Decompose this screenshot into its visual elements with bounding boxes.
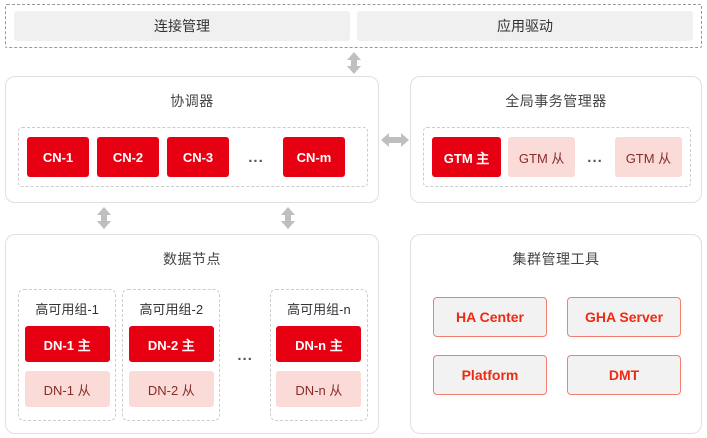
tool-platform[interactable]: Platform: [433, 355, 547, 395]
coordinator-node-cn-1-label: CN-1: [42, 149, 74, 165]
arrow-coordinator-datanode-left-icon: [94, 207, 114, 234]
cluster-tools-grid: HA Center GHA Server Platform DMT: [433, 297, 681, 395]
gtm-node-group: GTM 主 GTM 从 ... GTM 从: [423, 127, 691, 187]
coordinator-node-cn-m-label: CN-m: [296, 149, 332, 165]
connection-management-box[interactable]: 连接管理: [14, 11, 350, 41]
tool-dmt[interactable]: DMT: [567, 355, 681, 395]
datanode-title: 数据节点: [163, 251, 221, 267]
ha-group-1: 高可用组-1 DN-1 主 DN-1 从: [18, 289, 117, 421]
ha-group-n-master-label: DN-n 主: [295, 337, 343, 353]
ha-group-1-master[interactable]: DN-1 主: [24, 326, 110, 362]
arrow-access-coordinator-icon: [344, 52, 364, 79]
gtm-title: 全局事务管理器: [505, 93, 607, 109]
tool-platform-label: Platform: [461, 367, 519, 383]
coordinator-node-cn-m[interactable]: CN-m: [283, 137, 345, 177]
tool-ha-center[interactable]: HA Center: [433, 297, 547, 337]
ha-group-2-master-label: DN-2 主: [147, 337, 195, 353]
coordinator-panel: 协调器 CN-1 CN-2 CN-3 ... CN-m: [5, 76, 379, 203]
ha-group-1-standby[interactable]: DN-1 从: [24, 371, 110, 407]
gtm-master-node[interactable]: GTM 主: [432, 137, 502, 177]
coordinator-node-cn-1[interactable]: CN-1: [27, 137, 89, 177]
ha-group-n-standby[interactable]: DN-n 从: [276, 371, 362, 407]
coordinator-node-cn-2[interactable]: CN-2: [97, 137, 159, 177]
ha-group-n: 高可用组-n DN-n 主 DN-n 从: [269, 289, 369, 421]
gtm-ellipsis: ...: [587, 148, 603, 166]
ha-group-2-standby[interactable]: DN-2 从: [128, 371, 214, 407]
ha-group-1-master-label: DN-1 主: [43, 337, 91, 353]
coordinator-node-cn-2-label: CN-2: [112, 149, 144, 165]
arrow-coordinator-gtm-icon: [381, 130, 409, 155]
application-driver-box[interactable]: 应用驱动: [357, 11, 693, 41]
ha-group-n-master[interactable]: DN-n 主: [276, 326, 362, 362]
cluster-tools-title: 集群管理工具: [512, 251, 600, 267]
ha-group-1-title: 高可用组-1: [35, 302, 99, 317]
coordinator-ellipsis: ...: [248, 148, 264, 166]
tool-gha-server-label: GHA Server: [584, 309, 664, 325]
ha-group-row: 高可用组-1 DN-1 主 DN-1 从 高可用组-2 DN-2 主 DN-2 …: [18, 289, 369, 421]
connection-management-label: 连接管理: [154, 18, 210, 34]
coordinator-title: 协调器: [170, 93, 214, 109]
arrow-coordinator-datanode-right-icon: [278, 207, 298, 234]
ha-group-ellipsis: ...: [237, 346, 253, 364]
gtm-master-label: GTM 主: [443, 150, 490, 166]
ha-group-2-master[interactable]: DN-2 主: [128, 326, 214, 362]
coordinator-node-cn-3-label: CN-3: [182, 149, 214, 165]
datanode-panel: 数据节点 高可用组-1 DN-1 主 DN-1 从 高可用组-2 DN-2 主 …: [5, 234, 379, 434]
ha-group-n-standby-label: DN-n 从: [295, 382, 343, 398]
gtm-panel: 全局事务管理器 GTM 主 GTM 从 ... GTM 从: [410, 76, 702, 203]
ha-group-n-title: 高可用组-n: [287, 302, 351, 317]
coordinator-node-group: CN-1 CN-2 CN-3 ... CN-m: [18, 127, 368, 187]
ha-group-2-standby-label: DN-2 从: [147, 382, 195, 398]
application-driver-label: 应用驱动: [497, 18, 553, 34]
gtm-standby-1-label: GTM 从: [518, 150, 565, 166]
cluster-tools-panel: 集群管理工具 HA Center GHA Server Platform DMT: [410, 234, 702, 434]
gtm-standby-node-2[interactable]: GTM 从: [614, 137, 682, 177]
tool-gha-server[interactable]: GHA Server: [567, 297, 681, 337]
tool-dmt-label: DMT: [608, 367, 640, 383]
gtm-standby-2-label: GTM 从: [625, 150, 672, 166]
ha-group-2-title: 高可用组-2: [139, 302, 204, 317]
tool-ha-center-label: HA Center: [456, 309, 524, 325]
coordinator-node-cn-3[interactable]: CN-3: [167, 137, 229, 177]
access-layer-container: 连接管理 应用驱动: [5, 4, 702, 48]
gtm-standby-node-1[interactable]: GTM 从: [508, 137, 576, 177]
ha-group-1-standby-label: DN-1 从: [43, 382, 91, 398]
ha-group-2: 高可用组-2 DN-2 主 DN-2 从: [122, 289, 221, 421]
